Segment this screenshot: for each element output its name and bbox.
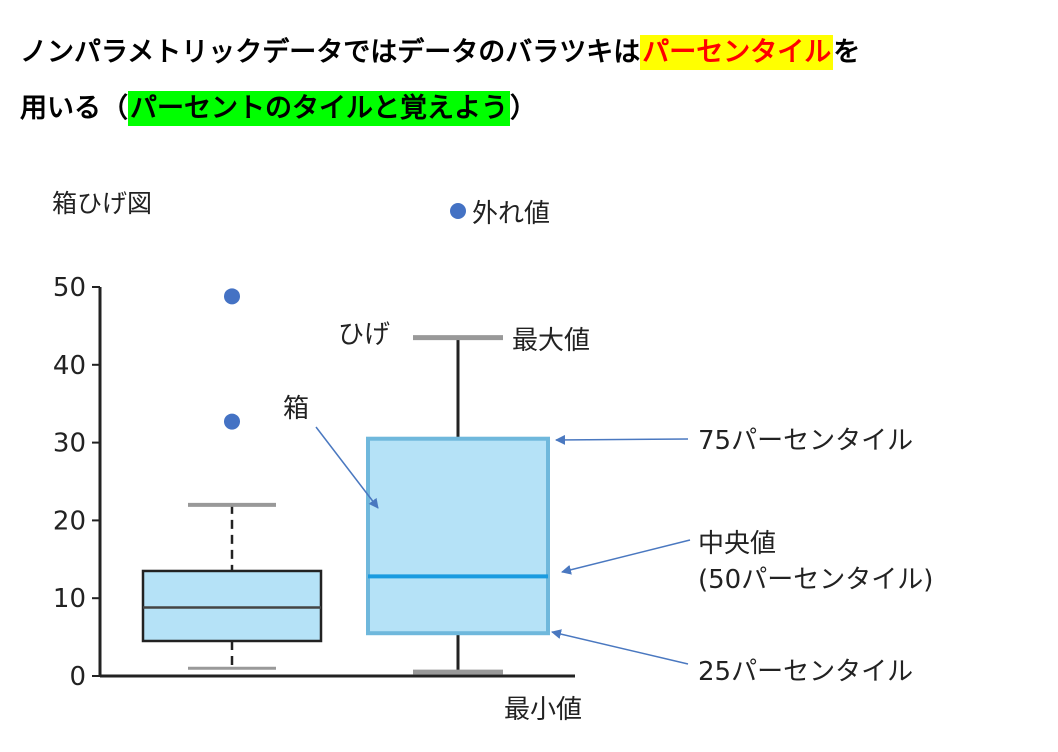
y-tick-label: 30	[53, 429, 86, 459]
y-tick-label: 20	[53, 506, 86, 536]
diagram-title: 箱ひげ図	[52, 189, 152, 218]
max-label: 最大値	[512, 326, 590, 356]
arrow-to-median	[561, 539, 691, 575]
y-axis: 0 10 20 30 40 50	[53, 273, 575, 692]
median-label-line-1: 中央値	[698, 529, 776, 559]
median-label-line-2: (50パーセンタイル)	[698, 565, 933, 595]
y-tick-label: 50	[53, 273, 86, 303]
box2-iqr-box	[366, 436, 550, 636]
headline-line-2-prefix: 用いる（	[20, 93, 128, 124]
arrow-to-box	[315, 426, 379, 509]
highlight-percentile: パーセンタイル	[640, 35, 834, 70]
y-tick-label: 0	[69, 662, 86, 692]
box-plots	[141, 288, 550, 675]
box1-outlier-point	[224, 413, 240, 430]
box-label: 箱	[283, 394, 309, 424]
arrow-to-p75	[555, 434, 689, 445]
highlight-mnemonic: パーセントのタイルと覚えよう	[128, 91, 510, 126]
outlier-legend-marker	[450, 203, 466, 219]
y-tick-label: 10	[53, 584, 86, 614]
headline-line-2: 用いる（パーセントのタイルと覚えよう）	[20, 86, 537, 126]
p75-label: 75パーセンタイル	[698, 426, 913, 456]
box1-outlier-point	[224, 288, 240, 305]
headline-line-1: ノンパラメトリックデータではデータのバラツキはパーセンタイルを	[20, 30, 861, 70]
min-label: 最小値	[504, 695, 582, 725]
box1-iqr-box	[141, 569, 323, 643]
p25-label: 25パーセンタイル	[698, 657, 913, 687]
y-tick-label: 40	[53, 351, 86, 381]
headline-line-2-suffix: ）	[510, 93, 537, 124]
outlier-legend-label: 外れ値	[472, 199, 550, 229]
headline-line-1-suffix: を	[833, 37, 861, 68]
headline-line-1-prefix: ノンパラメトリックデータではデータのバラツキは	[20, 37, 641, 68]
arrow-to-p25	[551, 629, 689, 665]
whisker-label: ひげ	[338, 320, 390, 350]
